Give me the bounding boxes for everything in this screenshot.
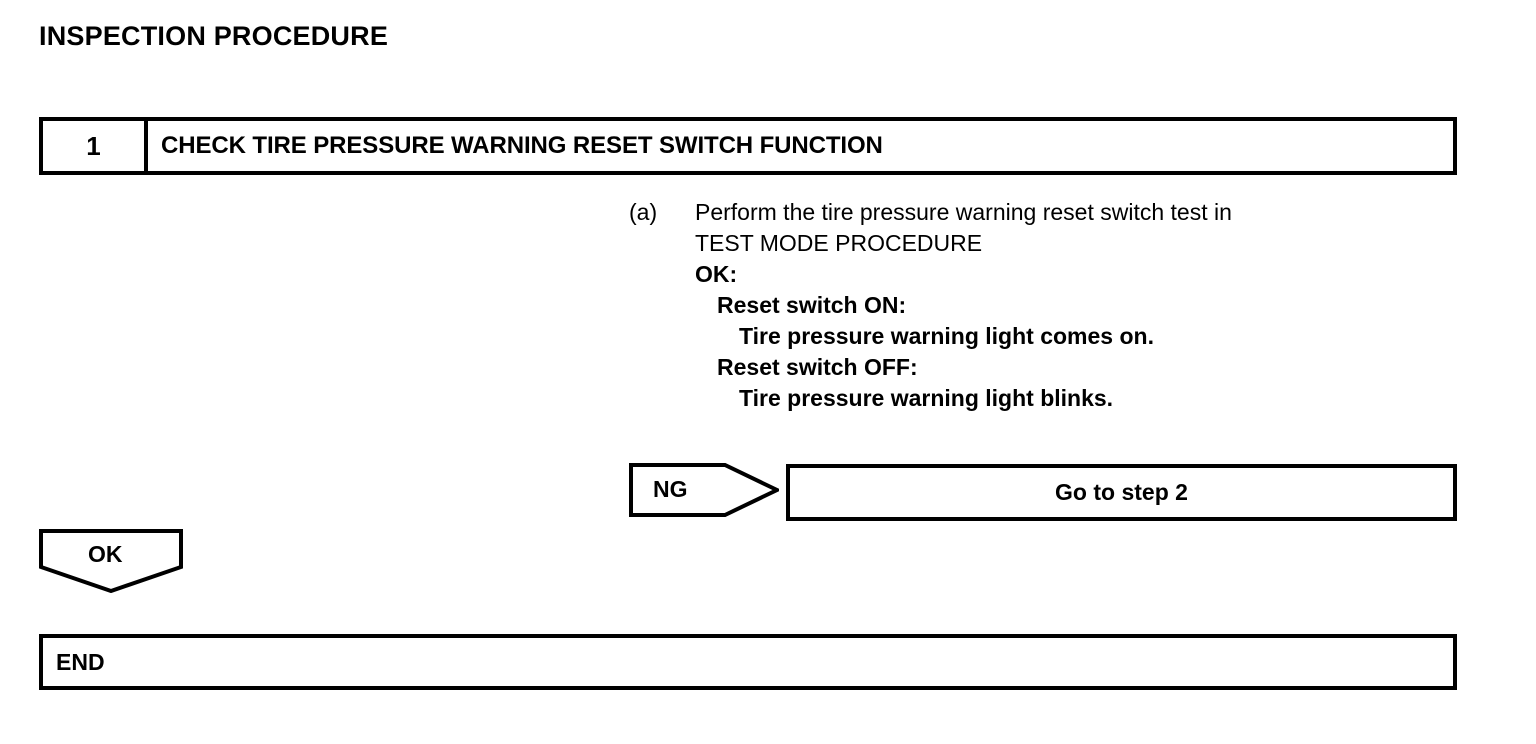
procedure-block: (a) Perform the tire pressure warning re… [629, 197, 1459, 414]
procedure-body: Perform the tire pressure warning reset … [695, 197, 1459, 414]
go-to-step-box[interactable]: Go to step 2 [786, 464, 1457, 521]
procedure-line: Tire pressure warning light blinks. [739, 385, 1114, 411]
procedure-marker: (a) [629, 199, 658, 225]
ok-flag-label: OK [88, 541, 123, 567]
go-to-step-label: Go to step 2 [1055, 479, 1188, 505]
end-label: END [56, 648, 105, 675]
ok-flag: OK [39, 529, 183, 593]
page-title: INSPECTION PROCEDURE [39, 21, 389, 51]
ok-arrow-shape [39, 529, 183, 593]
procedure-item-a: (a) Perform the tire pressure warning re… [629, 197, 1459, 414]
procedure-line: Reset switch OFF: [717, 354, 918, 380]
step-number: 1 [43, 121, 148, 171]
step-header-bar: 1 CHECK TIRE PRESSURE WARNING RESET SWIT… [39, 117, 1457, 175]
ng-arrow-shape [629, 463, 779, 517]
procedure-line: TEST MODE PROCEDURE [695, 230, 983, 256]
procedure-line-ok-heading: OK: [695, 261, 738, 287]
procedure-line: Tire pressure warning light comes on. [739, 323, 1154, 349]
ng-flag: NG [629, 463, 779, 517]
ng-flag-label: NG [653, 476, 688, 502]
procedure-line: Perform the tire pressure warning reset … [695, 199, 1232, 225]
step-title: CHECK TIRE PRESSURE WARNING RESET SWITCH… [161, 132, 883, 159]
procedure-line: Reset switch ON: [717, 292, 907, 318]
end-box[interactable]: END [39, 634, 1457, 690]
